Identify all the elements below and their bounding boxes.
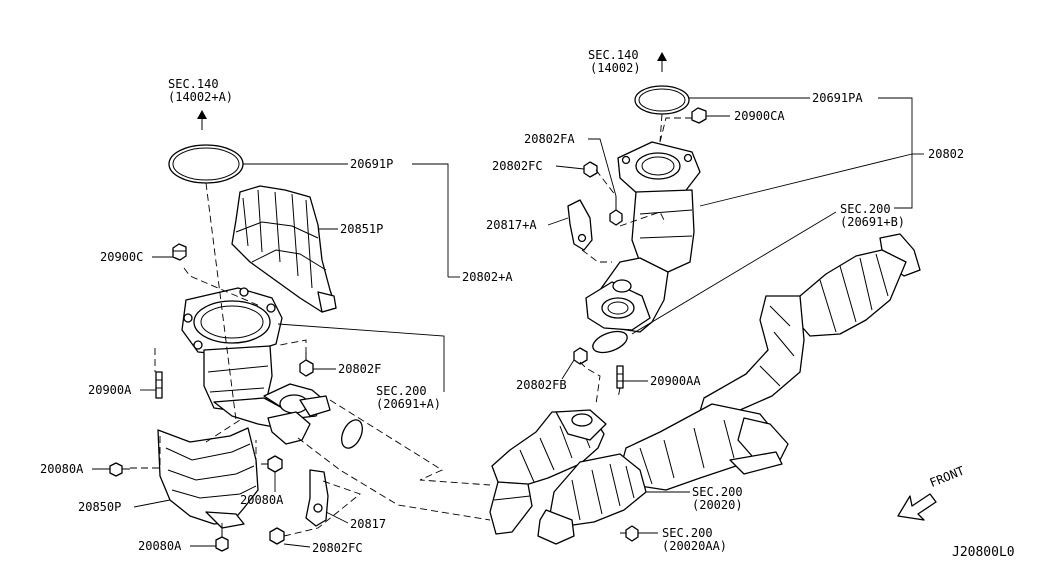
label-20802FB: 20802FB [516,378,567,392]
stud-20900A [155,371,163,399]
label-20691P: 20691P [350,157,394,171]
label-20900A: 20900A [88,383,132,397]
front-arrow-icon [897,493,937,521]
label-20080A-bottom: 20080A [138,539,182,553]
label-20802FC-top: 20802FC [492,159,543,173]
label-sec200-b-ref: (20691+B) [840,215,906,229]
label-sec200-c-ref: (20020) [692,498,743,512]
heat-insulator-20851P [231,185,337,313]
gasket-sec200-b [592,330,628,354]
left-arrow-up-sec140 [197,110,207,130]
exhaust-front-catalyst-left [489,409,607,535]
stud-20900AA [616,365,624,389]
exhaust-front-catalyst-right [537,453,647,545]
label-20900CA: 20900CA [734,109,785,123]
label-20802FA: 20802FA [524,132,575,146]
label-sec140-left: SEC.140 [168,77,219,91]
gasket-20691PA [634,85,690,115]
label-20080A-left: 20080A [40,462,84,476]
bolt-20080A-left [109,462,130,477]
label-sec140-right-ref: (14002) [590,61,641,75]
bolt-20802FC-top [583,161,598,178]
label-20850P: 20850P [78,500,122,514]
label-20802A: 20802+A [462,270,513,284]
gasket-20691P [168,144,244,184]
bolt-sec200-d [620,525,639,542]
label-20817: 20817 [350,517,387,531]
label-sec140-left-ref: (14002+A) [168,90,234,104]
label-sec140-right: SEC.140 [588,48,639,62]
leader-lines [92,97,924,548]
label-20802FC-bottom: 20802FC [312,541,363,555]
label-20802F: 20802F [338,362,382,376]
bracket-20817A [567,199,593,251]
label-sec200-a-ref: (20691+A) [376,397,442,411]
bracket-20817 [305,469,329,527]
right-arrow-up-sec140 [657,52,667,72]
label-20900AA: 20900AA [650,374,701,388]
heat-insulator-20850P [157,427,259,529]
label-20080A-mid: 20080A [240,493,284,507]
bolt-20802F [299,352,314,377]
label-20817A: 20817+A [486,218,537,232]
label-sec200-d-ref: (20020AA) [662,539,728,553]
bolt-20802FB [573,347,588,365]
label-sec200-b: SEC.200 [840,202,891,216]
bolt-20802FC-bottom [269,527,285,545]
bolt-20802FA [609,196,623,226]
bolt-20080A-bottom [215,530,229,552]
label-20851P: 20851P [340,222,384,236]
right-guide-lines [579,113,692,405]
label-20691PA: 20691PA [812,91,863,105]
exhaust-front-tube [619,233,921,491]
bolt-20080A-mid [267,455,283,473]
bolt-20900CA [691,107,707,124]
label-20802: 20802 [928,147,965,161]
bolt-20900C [172,243,187,261]
label-sec200-a: SEC.200 [376,384,427,398]
diagram-id: J20800L0 [952,545,1015,560]
label-20900C: 20900C [100,250,144,264]
label-sec200-d: SEC.200 [662,526,713,540]
gasket-sec200-a [341,419,363,449]
label-sec200-c: SEC.200 [692,485,743,499]
catalytic-converter-20802 [585,141,701,333]
left-guide-lines [130,182,491,537]
